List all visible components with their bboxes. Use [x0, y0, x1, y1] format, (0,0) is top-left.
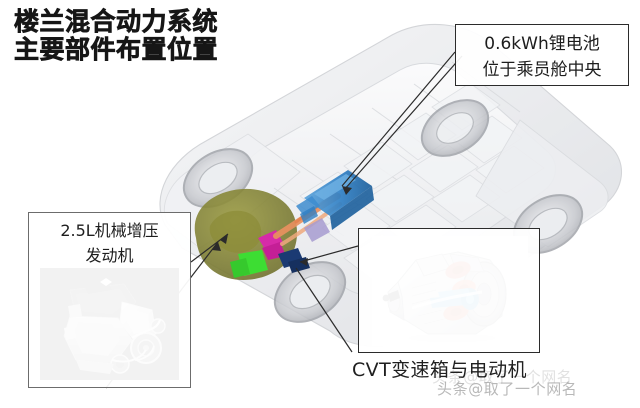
- engine-callout-line-2: 发动机: [85, 246, 134, 265]
- engine-callout-box: 2.5L机械增压 发动机: [28, 212, 191, 388]
- page-title: 楼兰混合动力系统 主要部件布置位置: [14, 7, 219, 64]
- cvt-callout-box: [358, 228, 540, 353]
- battery-callout-box: 0.6kWh锂电池 位于乘员舱中央: [455, 24, 629, 86]
- engine-callout-line-1: 2.5L机械增压: [60, 221, 159, 240]
- watermark: 头条@取了一个网名: [437, 380, 578, 398]
- watermark-ghost: 头条@取了一个网名: [432, 368, 573, 386]
- cvt-caption: CVT变速箱与电动机: [352, 359, 527, 381]
- battery-callout-line-2: 位于乘员舱中央: [482, 60, 602, 80]
- title-line-2: 主要部件布置位置: [14, 35, 219, 64]
- battery-callout-line-1: 0.6kWh锂电池: [484, 34, 600, 54]
- leader-arrowheads: [212, 186, 352, 266]
- title-line-1: 楼兰混合动力系统: [14, 7, 219, 36]
